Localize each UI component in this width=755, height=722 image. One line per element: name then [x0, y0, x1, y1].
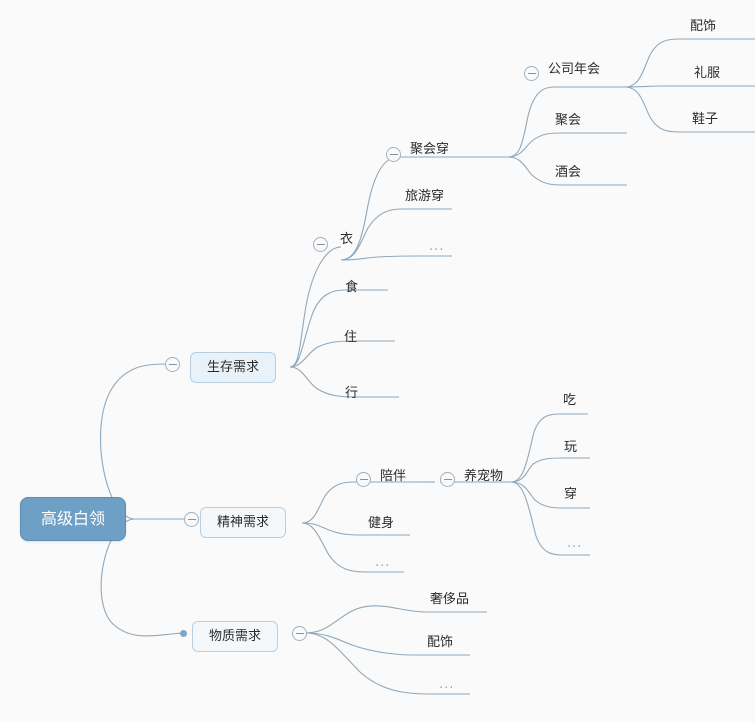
edge-spiritual-more — [301, 522, 366, 573]
edge-spiritual-companionship — [301, 481, 356, 524]
node-luxury[interactable]: 奢侈品 — [428, 593, 471, 611]
node-clothing[interactable]: 衣 — [338, 233, 355, 251]
node-formal-dress-label: 礼服 — [694, 66, 721, 81]
node-shoes[interactable]: 鞋子 — [690, 113, 720, 131]
edge-survival-food — [289, 289, 345, 368]
node-pet-eat[interactable]: 吃 — [561, 394, 578, 412]
edge-spiritual-fitness — [301, 522, 365, 536]
node-housing[interactable]: 住 — [342, 331, 359, 349]
toggle-annual-meeting[interactable] — [524, 66, 539, 81]
edge-annual-dress — [624, 85, 690, 88]
toggle-spiritual[interactable] — [184, 512, 199, 527]
node-accessories-1-label: 配饰 — [690, 19, 717, 34]
node-clothing-more[interactable]: ... — [427, 240, 446, 258]
node-material-label: 物质需求 — [209, 629, 262, 644]
node-gathering[interactable]: 聚会 — [553, 114, 583, 132]
edge-pets-wear — [510, 481, 563, 509]
node-accessories-1[interactable]: 配饰 — [688, 20, 718, 38]
node-travel-wear-label: 旅游穿 — [405, 189, 445, 204]
node-food-label: 食 — [345, 280, 359, 295]
dot-marker-material — [180, 630, 187, 637]
toggle-material[interactable] — [292, 626, 307, 641]
toggle-pets[interactable] — [440, 472, 455, 487]
edge-survival-clothing — [289, 246, 342, 368]
toggle-companionship[interactable] — [356, 472, 371, 487]
node-spiritual-more-label: ... — [375, 555, 391, 570]
node-material-more-label: ... — [439, 677, 455, 692]
node-annual-meeting-label: 公司年会 — [548, 62, 601, 77]
toggle-clothing[interactable] — [313, 237, 328, 252]
node-housing-label: 住 — [344, 330, 358, 345]
edge-pets-more — [510, 481, 563, 556]
edge-party-annual — [507, 86, 555, 158]
edge-material-accessories — [305, 632, 414, 656]
root-node[interactable]: 高级白领 — [20, 497, 127, 541]
node-party-wear-label: 聚会穿 — [410, 142, 450, 157]
node-pet-more[interactable]: ... — [565, 537, 584, 555]
edge-material-luxury — [305, 605, 426, 634]
node-clothing-label: 衣 — [340, 232, 354, 247]
toggle-party-wear[interactable] — [386, 147, 401, 162]
node-pets[interactable]: 养宠物 — [462, 470, 505, 488]
root-node-label: 高级白领 — [41, 509, 106, 528]
edge-material-more — [305, 632, 429, 695]
node-pet-play[interactable]: 玩 — [562, 441, 579, 459]
node-pet-eat-label: 吃 — [563, 393, 577, 408]
node-pets-label: 养宠物 — [464, 469, 504, 484]
node-spiritual[interactable]: 精神需求 — [200, 507, 287, 538]
node-spiritual-more[interactable]: ... — [373, 556, 392, 574]
node-party-wear[interactable]: 聚会穿 — [408, 143, 451, 161]
node-transport[interactable]: 行 — [343, 387, 360, 405]
edge-annual-accessories — [624, 38, 681, 88]
node-spiritual-label: 精神需求 — [217, 515, 270, 530]
node-companionship[interactable]: 陪伴 — [378, 470, 408, 488]
node-travel-wear[interactable]: 旅游穿 — [403, 190, 446, 208]
node-material-more[interactable]: ... — [437, 678, 456, 696]
node-fitness[interactable]: 健身 — [366, 517, 396, 535]
toggle-survival[interactable] — [165, 357, 180, 372]
edge-pets-play — [510, 457, 563, 483]
node-cocktail-label: 酒会 — [555, 165, 582, 180]
edge-pets-eat — [510, 413, 561, 483]
node-luxury-label: 奢侈品 — [430, 592, 470, 607]
node-companionship-label: 陪伴 — [380, 469, 407, 484]
node-formal-dress[interactable]: 礼服 — [692, 67, 722, 85]
node-transport-label: 行 — [345, 386, 359, 401]
node-pet-more-label: ... — [567, 536, 583, 551]
node-pet-play-label: 玩 — [564, 440, 578, 455]
node-pet-wear[interactable]: 穿 — [562, 488, 579, 506]
node-survival-label: 生存需求 — [207, 360, 260, 375]
node-gathering-label: 聚会 — [555, 113, 582, 128]
edge-root-survival — [99, 363, 166, 520]
node-cocktail[interactable]: 酒会 — [553, 166, 583, 184]
edge-annual-shoes — [624, 86, 681, 133]
node-pet-wear-label: 穿 — [564, 487, 578, 502]
edge-party-gathering — [507, 132, 563, 158]
node-food[interactable]: 食 — [343, 281, 360, 299]
node-accessories-2-label: 配饰 — [427, 635, 454, 650]
node-accessories-2[interactable]: 配饰 — [425, 636, 455, 654]
edge-clothing-more — [340, 255, 419, 261]
node-shoes-label: 鞋子 — [692, 112, 719, 127]
node-clothing-more-label: ... — [429, 239, 445, 254]
node-fitness-label: 健身 — [368, 516, 395, 531]
node-annual-meeting[interactable]: 公司年会 — [546, 63, 602, 81]
node-survival[interactable]: 生存需求 — [190, 352, 277, 383]
node-material[interactable]: 物质需求 — [192, 621, 279, 652]
